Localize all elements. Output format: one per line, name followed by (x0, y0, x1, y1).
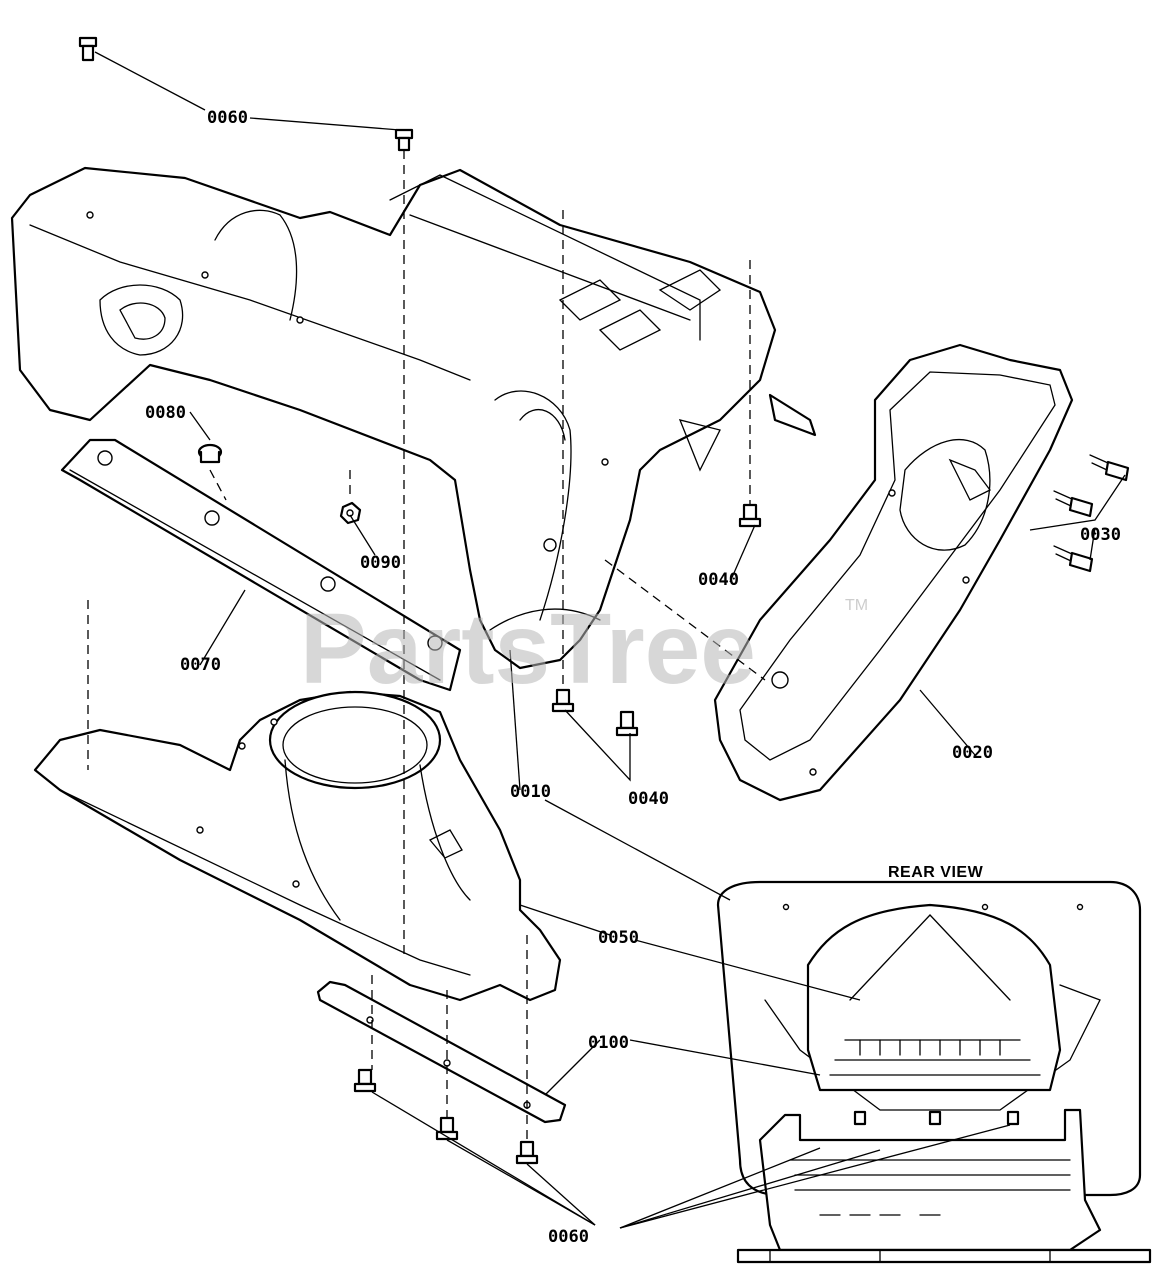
leader-lines (94, 51, 1126, 1229)
bolt-icon (515, 1140, 539, 1165)
bolt-icon (394, 128, 414, 152)
bolt-set-part-0060 (78, 36, 539, 1165)
callout-0070: 0070 (180, 655, 221, 675)
scraper-bar-part-0070 (60, 438, 462, 692)
bolt-icon (1089, 454, 1130, 482)
callout-0020: 0020 (952, 743, 993, 763)
alignment-lines (87, 150, 766, 1142)
rear-view-title: REAR VIEW (888, 864, 984, 881)
callout-0090: 0090 (360, 553, 401, 573)
chute-base-part-0050 (33, 690, 562, 1002)
bolt-set-part-0040 (551, 503, 762, 737)
callout-0080: 0080 (145, 403, 186, 423)
bolt-icon (1053, 490, 1094, 518)
bolt-icon (551, 688, 575, 713)
housing-part-0010 (10, 166, 817, 670)
watermark: PartsTree TM (300, 593, 868, 705)
callout-0060-bottom: 0060 (548, 1227, 589, 1247)
watermark-text: PartsTree (300, 593, 756, 705)
watermark-trademark: TM (845, 597, 868, 614)
callout-0040-upper: 0040 (698, 570, 739, 590)
plug-part-0080 (197, 443, 223, 464)
strip-part-0100 (316, 980, 567, 1124)
callout-0060-top: 0060 (207, 108, 248, 128)
callout-0030: 0030 (1080, 525, 1121, 545)
belt-cover-part-0020 (713, 343, 1074, 802)
callout-labels: 0060 0080 0090 0070 0040 0030 0020 0010 … (145, 108, 1121, 1247)
rear-view-inset: REAR VIEW (716, 864, 1152, 1264)
bolt-icon (615, 710, 639, 737)
bolt-icon (435, 1116, 459, 1141)
bolt-icon (738, 503, 762, 528)
callout-0040-lower: 0040 (628, 789, 669, 809)
callout-0050: 0050 (598, 928, 639, 948)
bolt-icon (1053, 545, 1094, 573)
bolt-icon (78, 36, 98, 62)
bolt-set-part-0030 (1053, 454, 1130, 573)
callout-0010: 0010 (510, 782, 551, 802)
callout-0100: 0100 (588, 1033, 629, 1053)
nut-part-0090 (339, 501, 362, 525)
bolt-icon (353, 1068, 377, 1093)
